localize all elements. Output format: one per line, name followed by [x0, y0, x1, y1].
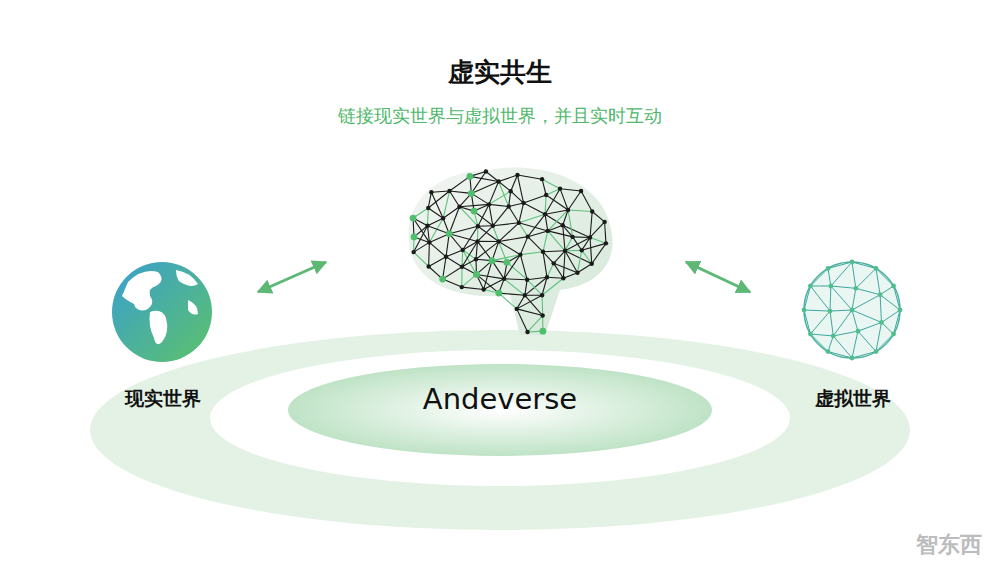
double-arrow: [258, 262, 326, 292]
virtual-sphere: [802, 260, 903, 361]
earth-globe: [112, 262, 212, 362]
title: 虚实共生: [0, 55, 1000, 90]
world-node: 现实世界: [99, 258, 226, 418]
platform-node: Andeverse: [334, 160, 666, 460]
brain-network: [408, 167, 612, 335]
watermark: 智东西: [916, 530, 982, 560]
node-label: 现实世界: [99, 386, 226, 412]
double-arrow: [686, 262, 750, 292]
white-ring: [210, 350, 790, 486]
inner-disc: [288, 364, 712, 456]
node-label: 虚拟世界: [789, 386, 916, 412]
world-node: 虚拟世界: [789, 258, 916, 418]
outer-ring: [90, 330, 910, 530]
node-label: Andeverse: [334, 382, 666, 416]
caption: 链接现实世界与虚拟世界，并且实时互动: [0, 104, 1000, 128]
